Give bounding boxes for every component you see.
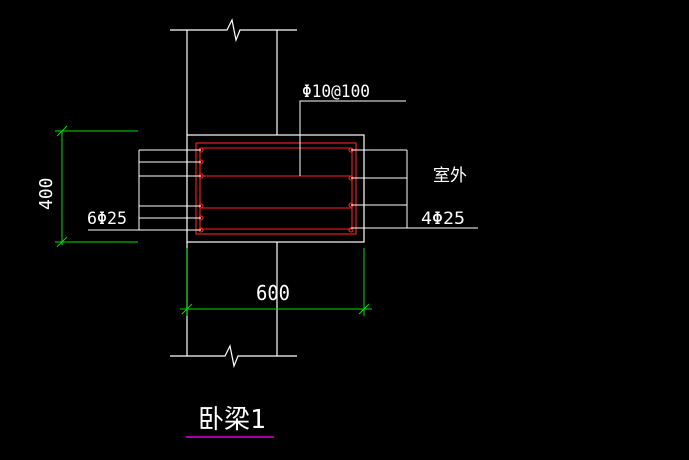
- break-line-bottom: [170, 344, 297, 369]
- dimensions: [55, 125, 372, 316]
- break-line-top: [170, 18, 297, 43]
- beam-outline: [186, 134, 365, 243]
- column-outline: [170, 18, 297, 369]
- drawing-title: 卧梁1: [198, 405, 266, 435]
- rebar-cage: [195, 142, 357, 235]
- height-dim-label: 400: [36, 177, 57, 210]
- right-bars-label: 4Φ25: [421, 209, 465, 229]
- exterior-label: 室外: [433, 166, 467, 186]
- stirrup-outer: [195, 142, 357, 235]
- stirrup-label: Φ10@100: [302, 82, 370, 102]
- left-bars-label: 6Φ25: [87, 209, 127, 229]
- width-dim-label: 600: [256, 281, 290, 305]
- leader-lines: [88, 100, 478, 231]
- stirrup-leader: [299, 100, 406, 176]
